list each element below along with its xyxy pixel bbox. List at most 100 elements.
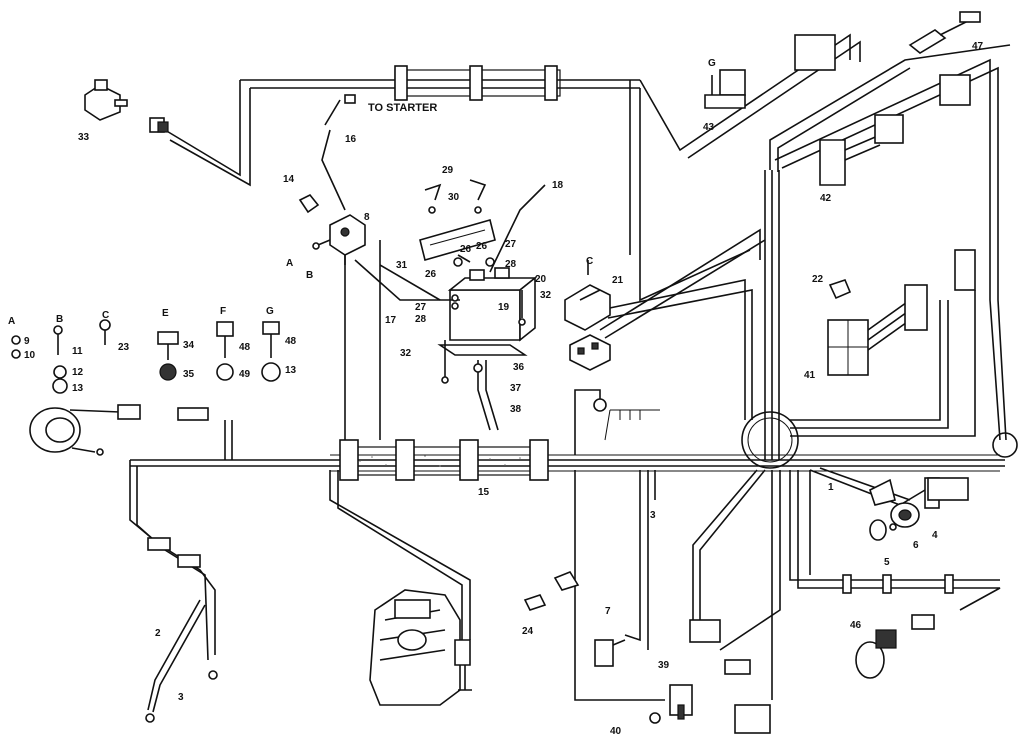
- part-label-16: 16: [345, 134, 357, 145]
- part-2-harness: [145, 537, 218, 723]
- connector-right: [927, 477, 969, 501]
- part-label-13b: 13: [285, 365, 297, 376]
- part-label-26c: 26: [425, 269, 437, 280]
- part-label-49: 49: [239, 369, 251, 380]
- part-label-27: 27: [505, 239, 517, 250]
- part-label-20: 20: [535, 274, 547, 285]
- main-harness: [129, 33, 1018, 701]
- part-label-36: 36: [513, 362, 525, 373]
- part-label-9: 9: [24, 336, 30, 347]
- left-alternator: [29, 404, 209, 456]
- part-label-37: 37: [510, 383, 522, 394]
- part-label-41: 41: [804, 370, 816, 381]
- hw-letter-c: C: [102, 310, 109, 321]
- part-label-46: 46: [850, 620, 862, 631]
- part-label-14: 14: [283, 174, 295, 185]
- part-label-47: 47: [972, 41, 984, 52]
- part-8-solenoid: [298, 94, 366, 265]
- part-label-39: 39: [658, 660, 670, 671]
- hw-letter-b: B: [56, 314, 63, 325]
- part-label-40: 40: [610, 726, 622, 737]
- part-label-48: 48: [239, 342, 251, 353]
- part-label-38: 38: [510, 404, 522, 415]
- part-label-2: 2: [155, 628, 161, 639]
- part-label-19: 19: [498, 302, 510, 313]
- part-label-29: 29: [442, 165, 454, 176]
- battery-assembly: [354, 184, 546, 431]
- part-label-23: 23: [118, 342, 130, 353]
- part-label-11: 11: [72, 346, 83, 357]
- part-label-3: 3: [178, 692, 184, 703]
- part-label-28b: 28: [415, 314, 427, 325]
- part-label-7: 7: [605, 606, 611, 617]
- callout-letter-c: C: [586, 256, 593, 267]
- engine-block: [369, 589, 472, 706]
- connector-lower: [734, 704, 771, 734]
- part-label-26b: 26: [476, 241, 488, 252]
- part-label-48b: 48: [285, 336, 297, 347]
- hw-letter-f: F: [220, 306, 226, 317]
- part-label-26: 26: [460, 244, 472, 255]
- part-label-8: 8: [364, 212, 370, 223]
- part-46-plug: [855, 614, 935, 679]
- hw-letter-g: G: [266, 306, 274, 317]
- part-39-switch: [649, 684, 693, 724]
- to-starter-label: TO STARTER: [368, 102, 437, 114]
- part-label-17: 17: [385, 315, 397, 326]
- part-41-connector: [827, 249, 976, 376]
- part-label-43: 43: [703, 122, 715, 133]
- starter-harness-clamp: [394, 65, 408, 101]
- part-21-solenoid: [564, 260, 611, 371]
- part-label-35: 35: [183, 369, 195, 380]
- terminal-label-a: A: [286, 258, 293, 269]
- hardware-legend: [11, 319, 281, 394]
- part-33-switch: [84, 79, 169, 133]
- part-label-42: 42: [820, 193, 832, 204]
- part-label-1: 1: [828, 482, 834, 493]
- terminal-label-b: B: [306, 270, 313, 281]
- part-47-plug: [908, 11, 981, 54]
- connector-lower: [724, 659, 751, 675]
- hw-letter-e: E: [162, 308, 169, 319]
- hardware-29-31: [424, 179, 495, 310]
- part-label-5: 5: [884, 557, 890, 568]
- starter-harness-clamp: [469, 65, 483, 101]
- part-label-12: 12: [72, 367, 84, 378]
- part-label-30: 30: [448, 192, 460, 203]
- part-label-33: 33: [78, 132, 90, 143]
- part-7-switch: [594, 639, 626, 667]
- part-label-15: 15: [478, 487, 490, 498]
- callout-letter-g: G: [708, 58, 716, 69]
- part-label-28: 28: [505, 259, 517, 270]
- connector-top: [794, 34, 836, 71]
- hw-letter-a: A: [8, 316, 15, 327]
- connector-top-right: [939, 74, 971, 106]
- part-label-24: 24: [522, 626, 534, 637]
- part-label-13: 13: [72, 383, 84, 394]
- starter-harness-clamp: [544, 65, 558, 101]
- part-label-31: 31: [396, 260, 408, 271]
- harness-clamp: [395, 439, 415, 481]
- part-43-relay: [704, 69, 746, 109]
- part-label-18: 18: [552, 180, 564, 191]
- part-label-34: 34: [183, 340, 195, 351]
- part-label-3b: 3: [650, 510, 656, 521]
- part-label-4: 4: [932, 530, 938, 541]
- part-42-connector: [819, 114, 904, 186]
- part-label-32b: 32: [400, 348, 412, 359]
- part-22-bulb: [828, 279, 852, 300]
- harness-clamp: [339, 439, 359, 481]
- part-label-10: 10: [24, 350, 36, 361]
- harness-clamp: [459, 439, 479, 481]
- part-label-27b: 27: [415, 302, 427, 313]
- connector-lower: [689, 619, 721, 643]
- part-24-clip: [523, 571, 580, 611]
- part-4-ignition: [869, 502, 920, 541]
- part-label-21: 21: [612, 275, 624, 286]
- harness-clamp: [529, 439, 549, 481]
- part-label-22: 22: [812, 274, 824, 285]
- part-label-32: 32: [540, 290, 552, 301]
- part-label-6: 6: [913, 540, 919, 551]
